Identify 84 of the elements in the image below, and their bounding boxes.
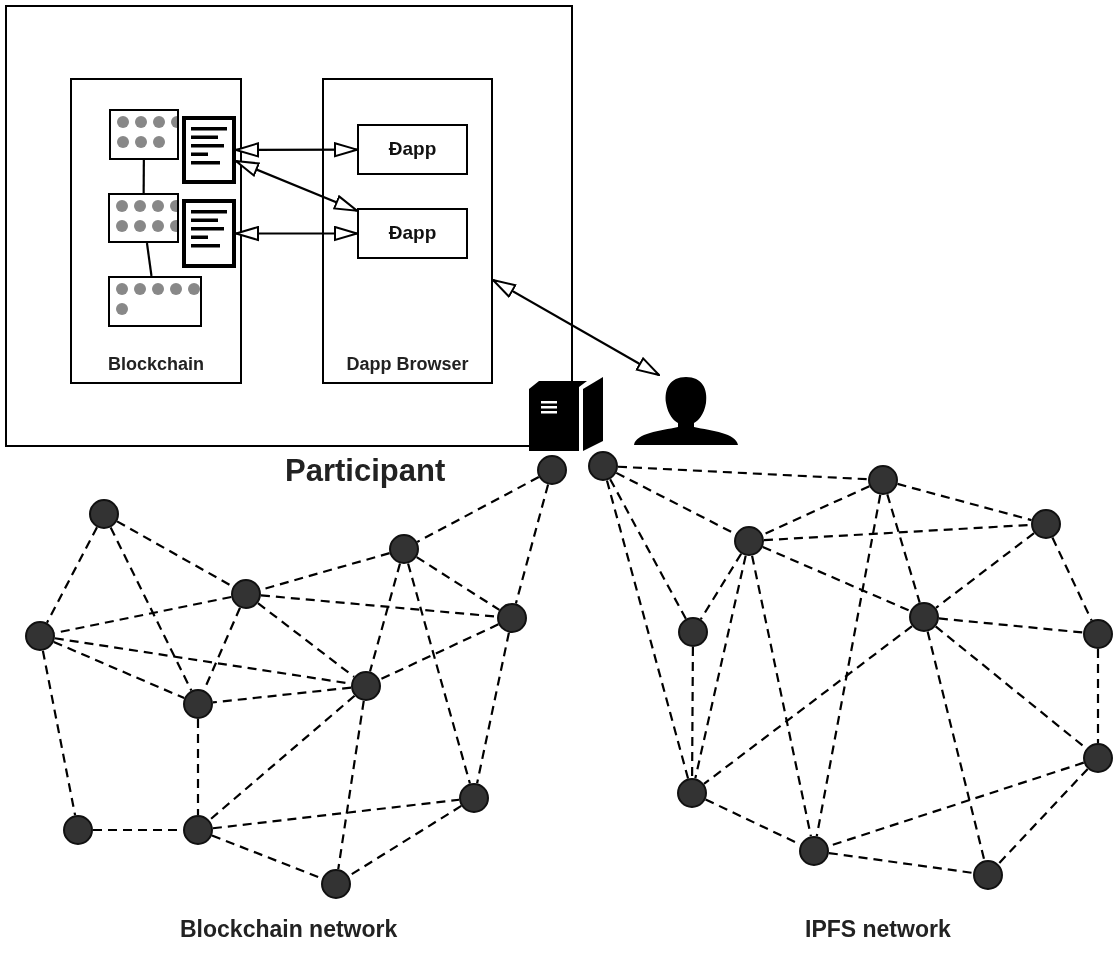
dashed-link — [109, 526, 193, 692]
double-arrow — [235, 160, 358, 212]
dashed-link — [348, 805, 462, 877]
dashed-link — [699, 553, 743, 620]
person-icon — [632, 375, 740, 445]
dashed-link — [257, 602, 355, 678]
block-box — [108, 193, 179, 243]
dashed-link — [1051, 537, 1093, 621]
dashed-link — [514, 484, 550, 604]
dashed-link — [935, 532, 1035, 609]
dashed-link — [368, 563, 402, 672]
browser-panel — [322, 78, 493, 384]
app-box — [357, 124, 468, 175]
network-node — [389, 534, 419, 564]
network-node — [321, 869, 351, 899]
dashed-link — [41, 650, 77, 816]
dashed-link — [886, 494, 921, 603]
dashed-link — [212, 686, 352, 704]
network-node — [588, 451, 618, 481]
dashed-link — [605, 480, 690, 779]
dashed-link — [416, 476, 540, 543]
network-node — [973, 860, 1003, 890]
network-node — [1083, 743, 1113, 773]
chain-link — [145, 242, 153, 277]
dashed-link — [938, 617, 1084, 634]
dashed-link — [691, 647, 694, 778]
blockchain-panel — [70, 78, 242, 384]
document-icon — [182, 116, 236, 184]
network-node — [678, 617, 708, 647]
dashed-link — [46, 526, 98, 624]
dashed-link — [703, 625, 913, 785]
network-node — [231, 579, 261, 609]
document-icon — [182, 199, 236, 268]
block-box — [109, 109, 179, 160]
network-node — [351, 671, 381, 701]
network-node — [734, 526, 764, 556]
network-node — [868, 465, 898, 495]
app-box — [357, 208, 468, 259]
dashed-link — [476, 632, 510, 784]
network-node — [183, 689, 213, 719]
dashed-link — [379, 623, 499, 681]
dashed-link — [407, 563, 471, 784]
dashed-link — [212, 798, 460, 830]
network-node — [799, 836, 829, 866]
dashed-link — [609, 478, 687, 620]
panel-title: Dapp Browser — [345, 354, 470, 376]
network-node — [909, 602, 939, 632]
block-box — [108, 276, 202, 327]
dashed-link — [416, 556, 500, 611]
dashed-link — [926, 631, 986, 861]
chain-link — [142, 160, 145, 193]
dashed-link — [53, 640, 185, 700]
dashed-link — [617, 465, 869, 481]
double-arrow — [235, 142, 358, 158]
dashed-link — [1096, 649, 1100, 743]
dashed-link — [997, 768, 1089, 865]
network-node — [497, 603, 527, 633]
app-label: Đapp — [387, 222, 438, 245]
network-label: IPFS network — [805, 916, 951, 943]
dashed-link — [196, 719, 200, 815]
network-node — [1083, 619, 1113, 649]
network-node — [677, 778, 707, 808]
double-arrow — [235, 226, 358, 241]
app-label: Đapp — [387, 138, 438, 161]
dashed-link — [762, 545, 911, 613]
network-node — [537, 455, 567, 485]
network-node — [63, 815, 93, 845]
dashed-link — [897, 482, 1032, 522]
participant-label: Participant — [285, 452, 446, 490]
dashed-link — [337, 700, 365, 870]
network-node — [89, 499, 119, 529]
double-arrow — [492, 278, 660, 376]
dashed-link — [828, 851, 974, 875]
network-label: Blockchain network — [180, 916, 398, 943]
dashed-link — [694, 555, 747, 779]
network-node — [183, 815, 213, 845]
dashed-link — [751, 555, 812, 837]
network-node — [1031, 509, 1061, 539]
panel-title: Blockchain — [107, 354, 205, 376]
dashed-link — [762, 485, 870, 536]
network-node — [25, 621, 55, 651]
dashed-link — [208, 694, 356, 822]
network-node — [459, 783, 489, 813]
dashed-link — [815, 494, 882, 837]
